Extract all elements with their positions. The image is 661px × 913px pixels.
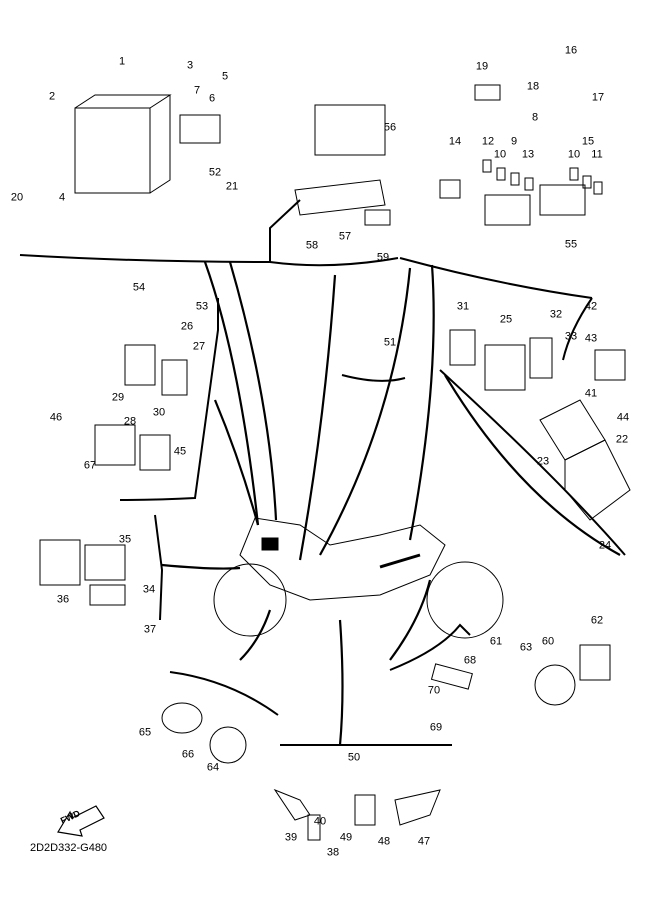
callout-52: 52 [208,166,222,179]
callout-27: 27 [192,340,206,353]
callout-19: 19 [475,60,489,73]
callout-22: 22 [615,433,629,446]
callout-62: 62 [590,614,604,627]
callout-56: 56 [383,121,397,134]
callout-33: 33 [564,330,578,343]
callout-63: 63 [519,641,533,654]
callout-38: 38 [326,846,340,859]
callout-24: 24 [598,539,612,552]
ecu-box [314,104,386,156]
callout-61: 61 [489,635,503,648]
callout-18: 18 [526,80,540,93]
callout-29: 29 [111,391,125,404]
callout-26: 26 [180,320,194,333]
callout-5: 5 [221,70,229,83]
callout-55: 55 [564,238,578,251]
callout-41: 41 [584,387,598,400]
callout-34: 34 [142,583,156,596]
callout-12: 12 [481,135,495,148]
callout-4: 4 [58,191,66,204]
callout-42: 42 [584,300,598,313]
callout-28: 28 [123,415,137,428]
callout-13: 13 [521,148,535,161]
callout-64: 64 [206,761,220,774]
callout-16: 16 [564,44,578,57]
callout-14: 14 [448,135,462,148]
callout-65: 65 [138,726,152,739]
callout-53: 53 [195,300,209,313]
callout-32: 32 [549,308,563,321]
callout-70: 70 [427,684,441,697]
callout-46: 46 [49,411,63,424]
callout-30: 30 [152,406,166,419]
callout-37: 37 [143,623,157,636]
fwd-arrow-icon [57,805,105,837]
callout-23: 23 [536,455,550,468]
components [39,84,631,841]
callout-51: 51 [383,336,397,349]
leader-lines [161,261,621,746]
callout-7: 7 [193,84,201,97]
callout-48: 48 [377,835,391,848]
callout-20: 20 [10,191,24,204]
group-dividers [19,199,626,746]
callout-11: 11 [591,148,603,161]
callout-2: 2 [48,90,56,103]
callout-35: 35 [118,533,132,546]
callout-59: 59 [376,251,390,264]
callout-8: 8 [531,111,539,124]
callout-9: 9 [510,135,518,148]
callout-40: 40 [313,815,327,828]
callout-58: 58 [305,239,319,252]
callout-68: 68 [463,654,477,667]
callout-43: 43 [584,332,598,345]
callout-1: 1 [118,55,126,68]
callout-44: 44 [616,411,630,424]
callout-39: 39 [284,831,298,844]
callout-10: 10 [567,148,581,161]
callout-21: 21 [225,180,239,193]
callout-3: 3 [186,59,194,72]
callout-50: 50 [347,751,361,764]
callout-15: 15 [581,135,595,148]
battery [74,107,151,194]
motorcycle-outline [213,517,504,639]
callout-47: 47 [417,835,431,848]
callout-31: 31 [456,300,470,313]
callout-54: 54 [132,281,146,294]
callout-60: 60 [541,635,555,648]
callout-66: 66 [181,748,195,761]
callout-36: 36 [56,593,70,606]
callout-69: 69 [429,721,443,734]
callout-25: 25 [499,313,513,326]
callout-45: 45 [173,445,187,458]
callout-49: 49 [339,831,353,844]
callout-57: 57 [338,230,352,243]
fuses [482,159,603,195]
drawing-code: 2D2D332-G480 [30,842,108,854]
callout-10: 10 [493,148,507,161]
callout-6: 6 [208,92,216,105]
callout-67: 67 [83,459,97,472]
callout-17: 17 [591,91,605,104]
